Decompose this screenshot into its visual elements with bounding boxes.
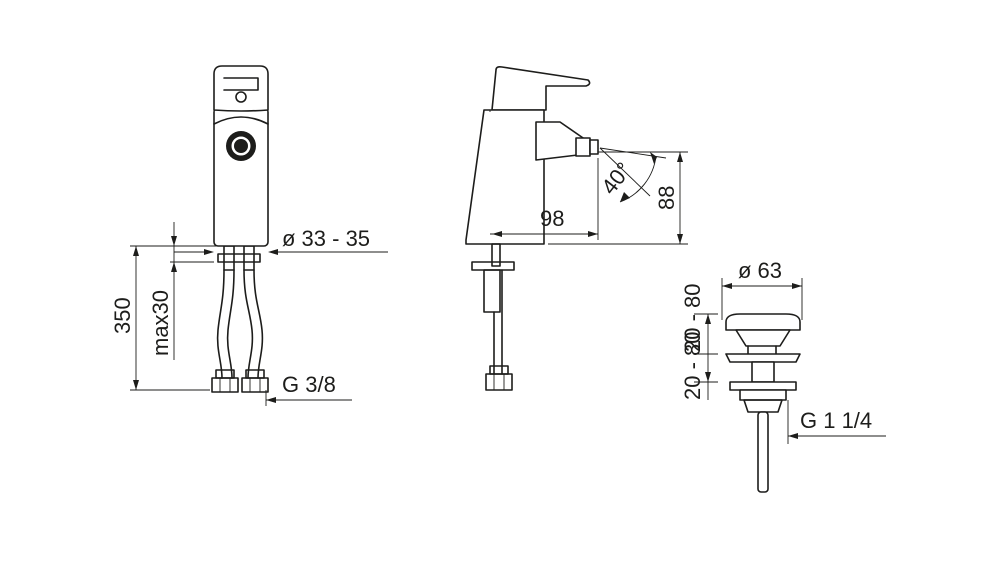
waste-locknut bbox=[739, 389, 787, 401]
waste-tail bbox=[757, 411, 769, 493]
right-ferrule bbox=[245, 369, 265, 379]
side-hose-top bbox=[483, 269, 501, 313]
waste-washer bbox=[729, 381, 797, 391]
fixing-nut bbox=[217, 253, 261, 263]
waste-cap bbox=[725, 313, 801, 331]
right-nut bbox=[241, 377, 269, 393]
right-hose bbox=[243, 269, 264, 379]
dim-max-projection: max30 bbox=[148, 290, 173, 356]
dim-height-total: 350 bbox=[110, 297, 135, 334]
tap-lever bbox=[213, 65, 269, 112]
right-stud bbox=[243, 245, 255, 271]
side-nozzle-tip bbox=[589, 139, 599, 155]
waste-cap-collar bbox=[735, 329, 791, 347]
dim-diameter-body: ø 33 - 35 bbox=[282, 226, 370, 251]
dim-connection-thread: G 3/8 bbox=[282, 372, 336, 397]
tap-body bbox=[213, 107, 269, 247]
left-ferrule bbox=[215, 369, 235, 379]
dim-waste-diameter: ø 63 bbox=[738, 258, 782, 283]
dim-spout-angle: 40° bbox=[596, 157, 636, 199]
waste-flange bbox=[725, 353, 801, 363]
side-stud bbox=[491, 243, 501, 267]
dim-spout-reach: 98 bbox=[540, 206, 564, 231]
side-view: 98 88 40° bbox=[465, 66, 688, 391]
left-hose bbox=[216, 269, 235, 379]
dim-spout-height: 88 bbox=[654, 186, 679, 210]
left-stud bbox=[223, 245, 235, 271]
left-nut bbox=[211, 377, 239, 393]
side-nozzle bbox=[575, 137, 591, 157]
side-lever bbox=[491, 66, 591, 111]
waste-view: ø 63 20 - 80 20 - 80 G 1 1/4 bbox=[680, 258, 886, 493]
lever-indicator-icon bbox=[235, 91, 247, 103]
dim-waste-thread: G 1 1/4 bbox=[800, 408, 872, 433]
dim-waste-range-lower: 20 - 80 bbox=[680, 332, 705, 401]
side-body bbox=[465, 109, 545, 245]
dim-waste-range-upper: 20 - 80 bbox=[680, 284, 705, 353]
waste-stem bbox=[751, 361, 775, 383]
front-view: ø 33 - 35 max30 350 G 3/8 bbox=[110, 65, 388, 406]
side-nut bbox=[485, 373, 513, 391]
